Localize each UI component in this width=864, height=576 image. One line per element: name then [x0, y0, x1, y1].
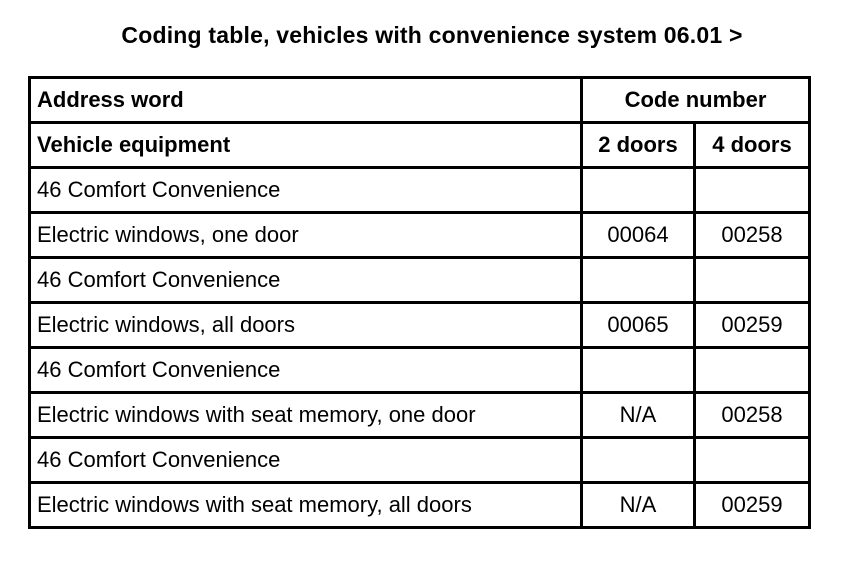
code-4-doors-cell [692, 436, 812, 484]
equipment-cell: 46 Comfort Convenience [28, 166, 583, 214]
code-2-doors-cell [580, 346, 696, 394]
table-row: 46 Comfort Convenience [28, 346, 812, 394]
page-title: Coding table, vehicles with convenience … [121, 22, 743, 48]
table-row: Electric windows, all doors 00065 00259 [28, 301, 812, 349]
equipment-cell: Electric windows with seat memory, one d… [28, 391, 583, 439]
four-doors-header: 4 doors [692, 121, 812, 169]
code-4-doors-cell [692, 256, 812, 304]
equipment-cell: Electric windows with seat memory, all d… [28, 481, 583, 529]
code-number-header: Code number [579, 76, 812, 124]
two-doors-header: 2 doors [580, 121, 696, 169]
equipment-cell: Electric windows, one door [28, 211, 583, 259]
header-row-2: Vehicle equipment 2 doors 4 doors [28, 121, 812, 169]
equipment-cell: 46 Comfort Convenience [28, 256, 583, 304]
table-row: 46 Comfort Convenience [28, 166, 812, 214]
table-row: Electric windows with seat memory, all d… [28, 481, 812, 529]
code-2-doors-cell [580, 436, 696, 484]
vehicle-equipment-header: Vehicle equipment [28, 121, 583, 169]
equipment-cell: 46 Comfort Convenience [28, 346, 583, 394]
address-word-header: Address word [28, 76, 583, 124]
code-4-doors-cell: 00258 [692, 391, 812, 439]
table-row: 46 Comfort Convenience [28, 256, 812, 304]
code-2-doors-cell: 00064 [580, 211, 696, 259]
code-2-doors-cell: 00065 [580, 301, 696, 349]
code-4-doors-cell [692, 166, 812, 214]
code-4-doors-cell: 00259 [692, 481, 812, 529]
table-row: Electric windows, one door 00064 00258 [28, 211, 812, 259]
coding-table: Address word Code number Vehicle equipme… [28, 76, 812, 529]
code-2-doors-cell [580, 256, 696, 304]
header-row-1: Address word Code number [28, 76, 812, 124]
equipment-cell: 46 Comfort Convenience [28, 436, 583, 484]
code-2-doors-cell: N/A [580, 481, 696, 529]
table-row: Electric windows with seat memory, one d… [28, 391, 812, 439]
code-4-doors-cell [692, 346, 812, 394]
code-2-doors-cell: N/A [580, 391, 696, 439]
code-2-doors-cell [580, 166, 696, 214]
code-4-doors-cell: 00258 [692, 211, 812, 259]
code-4-doors-cell: 00259 [692, 301, 812, 349]
table-row: 46 Comfort Convenience [28, 436, 812, 484]
equipment-cell: Electric windows, all doors [28, 301, 583, 349]
